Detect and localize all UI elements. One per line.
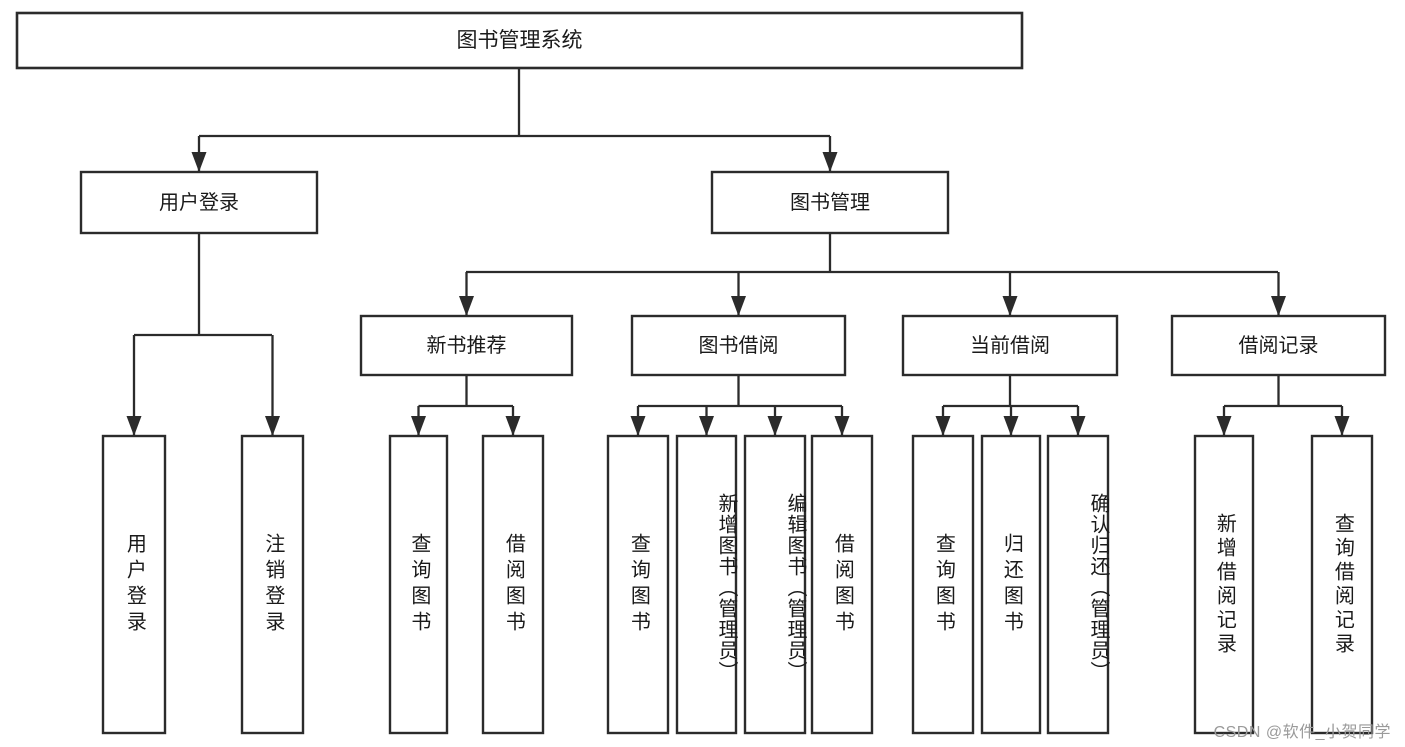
node-label-new-book-recommend: 新书推荐 bbox=[427, 334, 507, 357]
node-box-current-borrow[interactable] bbox=[901, 314, 1119, 377]
arrow-head bbox=[126, 416, 142, 436]
leaf-box-leaf-borrow-book[interactable] bbox=[810, 434, 874, 735]
watermark-text: CSDN @软件_小贺同学 bbox=[1213, 724, 1391, 741]
arrow-head bbox=[265, 416, 280, 436]
arrow-head bbox=[411, 416, 426, 436]
arrow-head bbox=[1334, 416, 1350, 436]
node-label-book-management: 图书管理 bbox=[790, 191, 870, 214]
leaf-box-leaf-query-book-current[interactable] bbox=[911, 434, 975, 735]
arrow-head bbox=[1003, 416, 1019, 436]
connector-layer bbox=[126, 68, 1350, 436]
node-box-borrow-record[interactable] bbox=[1170, 314, 1387, 377]
node-label-borrow-record: 借阅记录 bbox=[1239, 334, 1319, 357]
leaf-box-leaf-logout[interactable] bbox=[240, 434, 305, 735]
arrow-head bbox=[699, 416, 714, 436]
leaf-box-leaf-query-book-recommend[interactable] bbox=[388, 434, 449, 735]
node-label-book-borrow: 图书借阅 bbox=[699, 334, 779, 357]
root-label: 图书管理系统 bbox=[457, 29, 583, 52]
node-box-book-management[interactable] bbox=[710, 170, 950, 235]
arrow-head bbox=[630, 416, 646, 436]
leaf-box-leaf-return-book[interactable] bbox=[980, 434, 1042, 735]
arrow-head bbox=[1070, 416, 1086, 436]
node-label-current-borrow: 当前借阅 bbox=[970, 334, 1050, 357]
leaf-box-leaf-user-login[interactable] bbox=[101, 434, 167, 735]
arrow-head bbox=[1216, 416, 1232, 436]
arrow-head bbox=[731, 296, 746, 316]
arrow-head bbox=[459, 296, 474, 316]
node-label-user-login: 用户登录 bbox=[159, 191, 239, 214]
arrow-head bbox=[505, 416, 521, 436]
arrow-head bbox=[1002, 296, 1018, 316]
leaf-box-leaf-add-borrow-record[interactable] bbox=[1193, 434, 1255, 735]
leaf-box-leaf-borrow-book-recommend[interactable] bbox=[481, 434, 545, 735]
node-box-new-book-recommend[interactable] bbox=[359, 314, 574, 377]
leaf-box-leaf-edit-book-admin[interactable] bbox=[743, 434, 807, 735]
box-layer bbox=[15, 11, 1387, 735]
arrow-head bbox=[191, 152, 207, 172]
arrow-head bbox=[834, 416, 850, 436]
arrow-head bbox=[1271, 296, 1286, 316]
leaf-box-leaf-add-book-admin[interactable] bbox=[675, 434, 738, 735]
leaf-box-leaf-query-borrow-record[interactable] bbox=[1310, 434, 1374, 735]
arrow-head bbox=[767, 416, 783, 436]
arrow-head bbox=[822, 152, 838, 172]
arrow-head bbox=[935, 416, 951, 436]
node-box-book-borrow[interactable] bbox=[630, 314, 847, 377]
node-box-user-login[interactable] bbox=[79, 170, 319, 235]
leaf-box-leaf-confirm-return-admin[interactable] bbox=[1046, 434, 1110, 735]
root-box[interactable] bbox=[15, 11, 1024, 70]
leaf-box-leaf-query-book-borrow[interactable] bbox=[606, 434, 670, 735]
